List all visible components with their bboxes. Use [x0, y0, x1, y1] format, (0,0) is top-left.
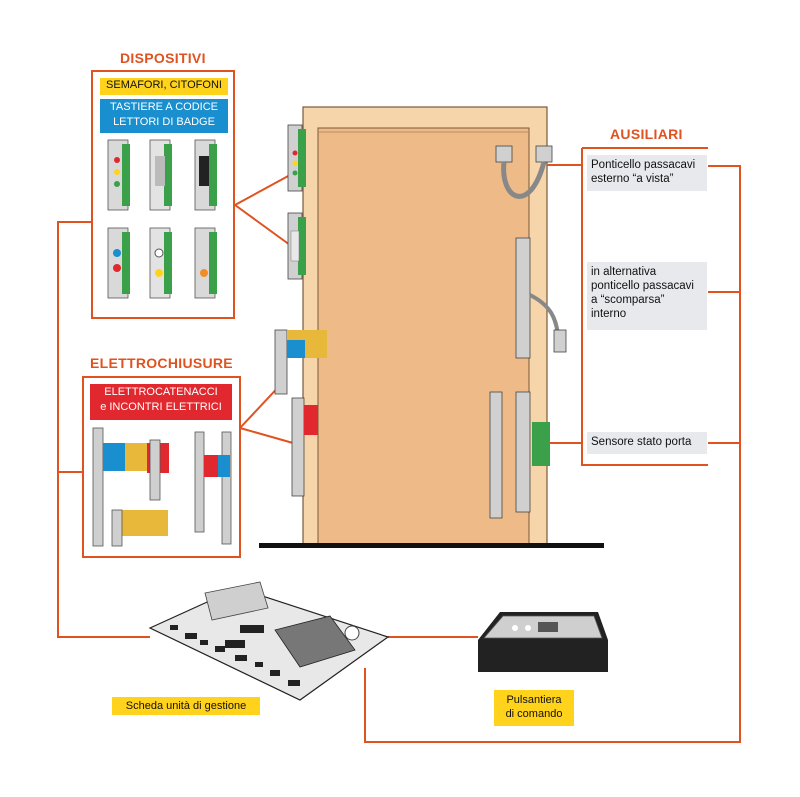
tag-semafori: SEMAFORI, CITOFONI	[100, 78, 228, 95]
connection-lines	[57, 147, 741, 743]
cable-bridge-internal	[515, 237, 567, 359]
aux-line: interno	[591, 308, 627, 320]
tag-tastiere-line2: LETTORI DI BADGE	[113, 116, 215, 128]
section-title-ausiliari: AUSILIARI	[610, 126, 683, 142]
aux-line: Sensore stato porta	[591, 436, 692, 448]
tag-elettro-line2: e INCONTRI ELETTRICI	[100, 401, 222, 413]
aux-line: ponticello passacavi	[591, 280, 694, 292]
label-pulsantiera-line1: Pulsantiera	[506, 694, 562, 706]
door-lock	[274, 329, 327, 497]
tag-tastiere: TASTIERE A CODICE LETTORI DI BADGE	[100, 99, 228, 133]
tag-tastiere-line1: TASTIERE A CODICE	[110, 101, 218, 113]
push-button-panel	[478, 612, 608, 672]
device-plate	[149, 227, 172, 299]
cable-bridge-external	[495, 145, 553, 199]
door	[259, 106, 604, 548]
control-board	[148, 581, 390, 701]
device-plate	[194, 139, 217, 211]
tag-elettrocatenacci: ELETTROCATENACCI e INCONTRI ELETTRICI	[90, 384, 232, 420]
aux-line: esterno “a vista”	[591, 173, 674, 185]
label-pulsantiera: Pulsantiera di comando	[494, 690, 574, 726]
device-plate	[194, 227, 217, 299]
device-plate	[107, 227, 130, 299]
door-device-top	[287, 124, 306, 192]
tag-elettro-line1: ELETTROCATENACCI	[104, 386, 218, 398]
aux-line: in alternativa	[591, 266, 657, 278]
aux-line: Ponticello passacavi	[591, 159, 696, 171]
aux-item-internal-bridge: in alternativa ponticello passacavi a “s…	[587, 262, 707, 330]
device-plate	[149, 139, 172, 211]
section-title-dispositivi: DISPOSITIVI	[120, 50, 206, 66]
door-sensor	[489, 391, 550, 519]
label-scheda: Scheda unità di gestione	[112, 697, 260, 715]
aux-line: a “scomparsa”	[591, 294, 665, 306]
door-device-bottom	[287, 212, 306, 280]
device-plate	[107, 139, 130, 211]
aux-item-external-bridge: Ponticello passacavi esterno “a vista”	[587, 155, 707, 191]
aux-item-door-sensor: Sensore stato porta	[587, 432, 707, 454]
label-pulsantiera-line2: di comando	[505, 708, 563, 720]
section-title-elettrochiusure: ELETTROCHIUSURE	[90, 355, 233, 371]
